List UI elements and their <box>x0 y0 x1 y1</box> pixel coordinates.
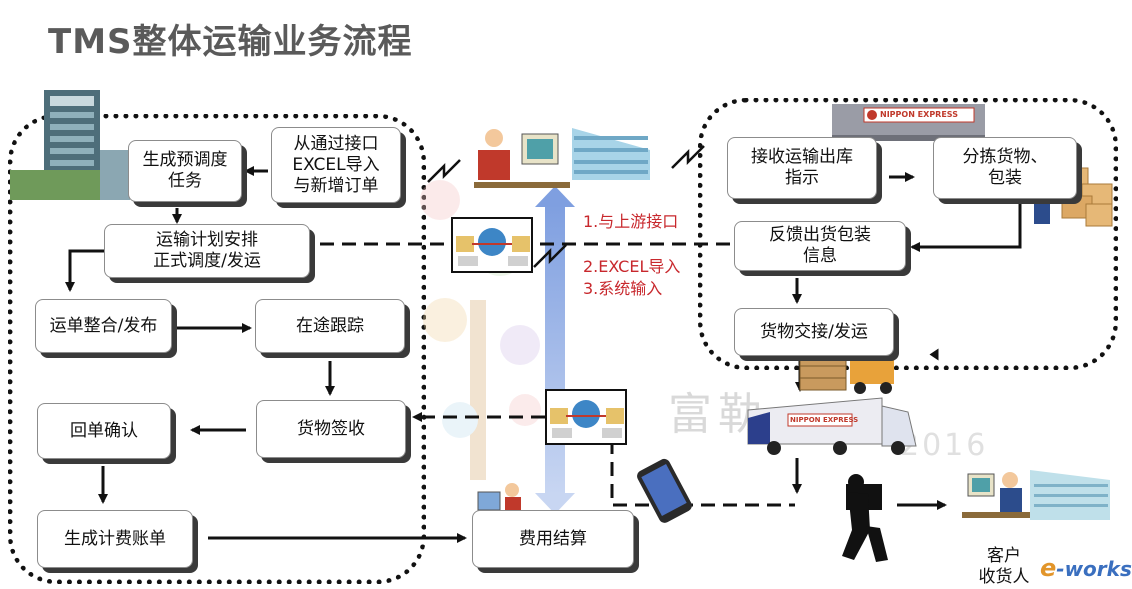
dispatch-box: 运输计划安排 正式调度/发运 <box>104 224 310 278</box>
lightning-icons <box>427 145 705 268</box>
light-building-icon <box>572 128 650 180</box>
eworks-logo: e-works <box>1040 554 1132 582</box>
receiver-label: 客户 收货人 <box>978 546 1030 587</box>
feedback-box: 反馈出货包装 信息 <box>734 221 906 271</box>
mobile-phone-icon <box>637 458 692 523</box>
generate-task-box: 生成预调度 任务 <box>128 140 242 202</box>
sort-pack-box: 分拣货物、 包装 <box>933 137 1077 199</box>
corner-marker <box>929 348 939 361</box>
warehouse-region <box>698 98 1118 370</box>
page-title: TMS整体运输业务流程 <box>48 22 413 62</box>
delivery-person-icon <box>842 474 888 562</box>
truck-icon <box>747 397 917 455</box>
receive-instruction-box: 接收运输出库 指示 <box>727 137 877 199</box>
waybill-box: 运单整合/发布 <box>35 299 172 353</box>
watermark-text: 富勒 <box>668 389 768 440</box>
handover-box: 货物交接/发运 <box>734 308 894 356</box>
warehouse-icon <box>832 104 985 141</box>
network-computers-icon-top <box>451 217 533 273</box>
billing-box: 生成计费账单 <box>37 510 193 568</box>
tracking-box: 在途跟踪 <box>255 299 405 353</box>
truck-brand-text: NIPPON EXPRESS <box>790 416 859 424</box>
system-input-label: 3.系统输入 <box>583 279 663 298</box>
blue-double-arrow <box>535 186 575 514</box>
tms-region <box>8 114 426 584</box>
settlement-operator-icon <box>477 483 521 511</box>
operator-computer-icon <box>474 129 570 188</box>
receipt-confirm-box: 回单确认 <box>37 403 171 459</box>
warehouse-brand-text: NIPPON EXPRESS <box>880 110 958 119</box>
import-orders-box: 从通过接口 EXCEL导入 与新增订单 <box>271 127 401 203</box>
excel-import-label: 2.EXCEL导入 <box>583 257 681 276</box>
network-computers-icon-mid <box>545 389 627 445</box>
customer-computer-icon <box>962 470 1110 520</box>
goods-sign-box: 货物签收 <box>256 400 406 458</box>
office-building-icon <box>10 90 130 200</box>
settlement-box: 费用结算 <box>472 510 634 568</box>
interface-label: 1.与上游接口 <box>583 212 679 231</box>
